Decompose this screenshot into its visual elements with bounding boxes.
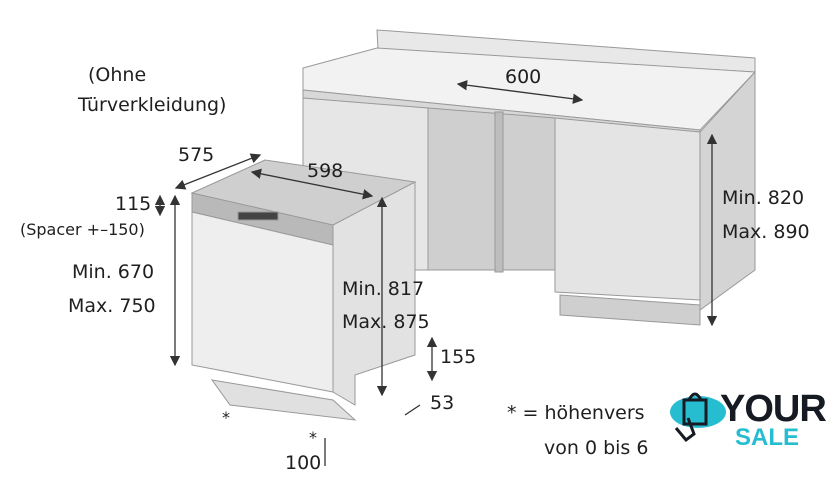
dim-door-max: Max. 750 [68,295,156,317]
dim-unit-min: Min. 817 [342,278,425,300]
dim-counter-max: Max. 890 [722,221,810,243]
dim-unit-max: Max. 875 [342,311,430,333]
note-line-1: (Ohne [88,64,147,86]
note-line-2: Türverkleidung) [78,94,227,116]
shopping-bag-hand-icon [670,392,726,443]
dim-width: 598 [307,160,344,182]
dim-opening-width: 600 [505,66,542,88]
footnote-line-2: von 0 bis 6 [544,437,649,459]
dim-counter-min: Min. 820 [722,187,805,209]
asterisk-front: * [222,408,230,427]
dim-top-gap: 115 [115,193,152,215]
dimension-lines [154,80,718,466]
dim-spacer: (Spacer +–150) [20,220,145,239]
logo-word-your: YOUR [720,388,827,430]
yoursale-logo: YOUR SALE [668,388,833,451]
dim-foot-offset: 100 [285,452,322,474]
footnote-line-1: * = höhenvers [507,402,645,424]
asterisk-rear: * [309,428,317,447]
dim-plinth-depth: 53 [430,392,455,414]
dim-door-min: Min. 670 [72,261,155,283]
dim-depth: 575 [178,144,215,166]
dim-plinth-height: 155 [440,346,477,368]
logo-word-sale: SALE [735,424,800,451]
